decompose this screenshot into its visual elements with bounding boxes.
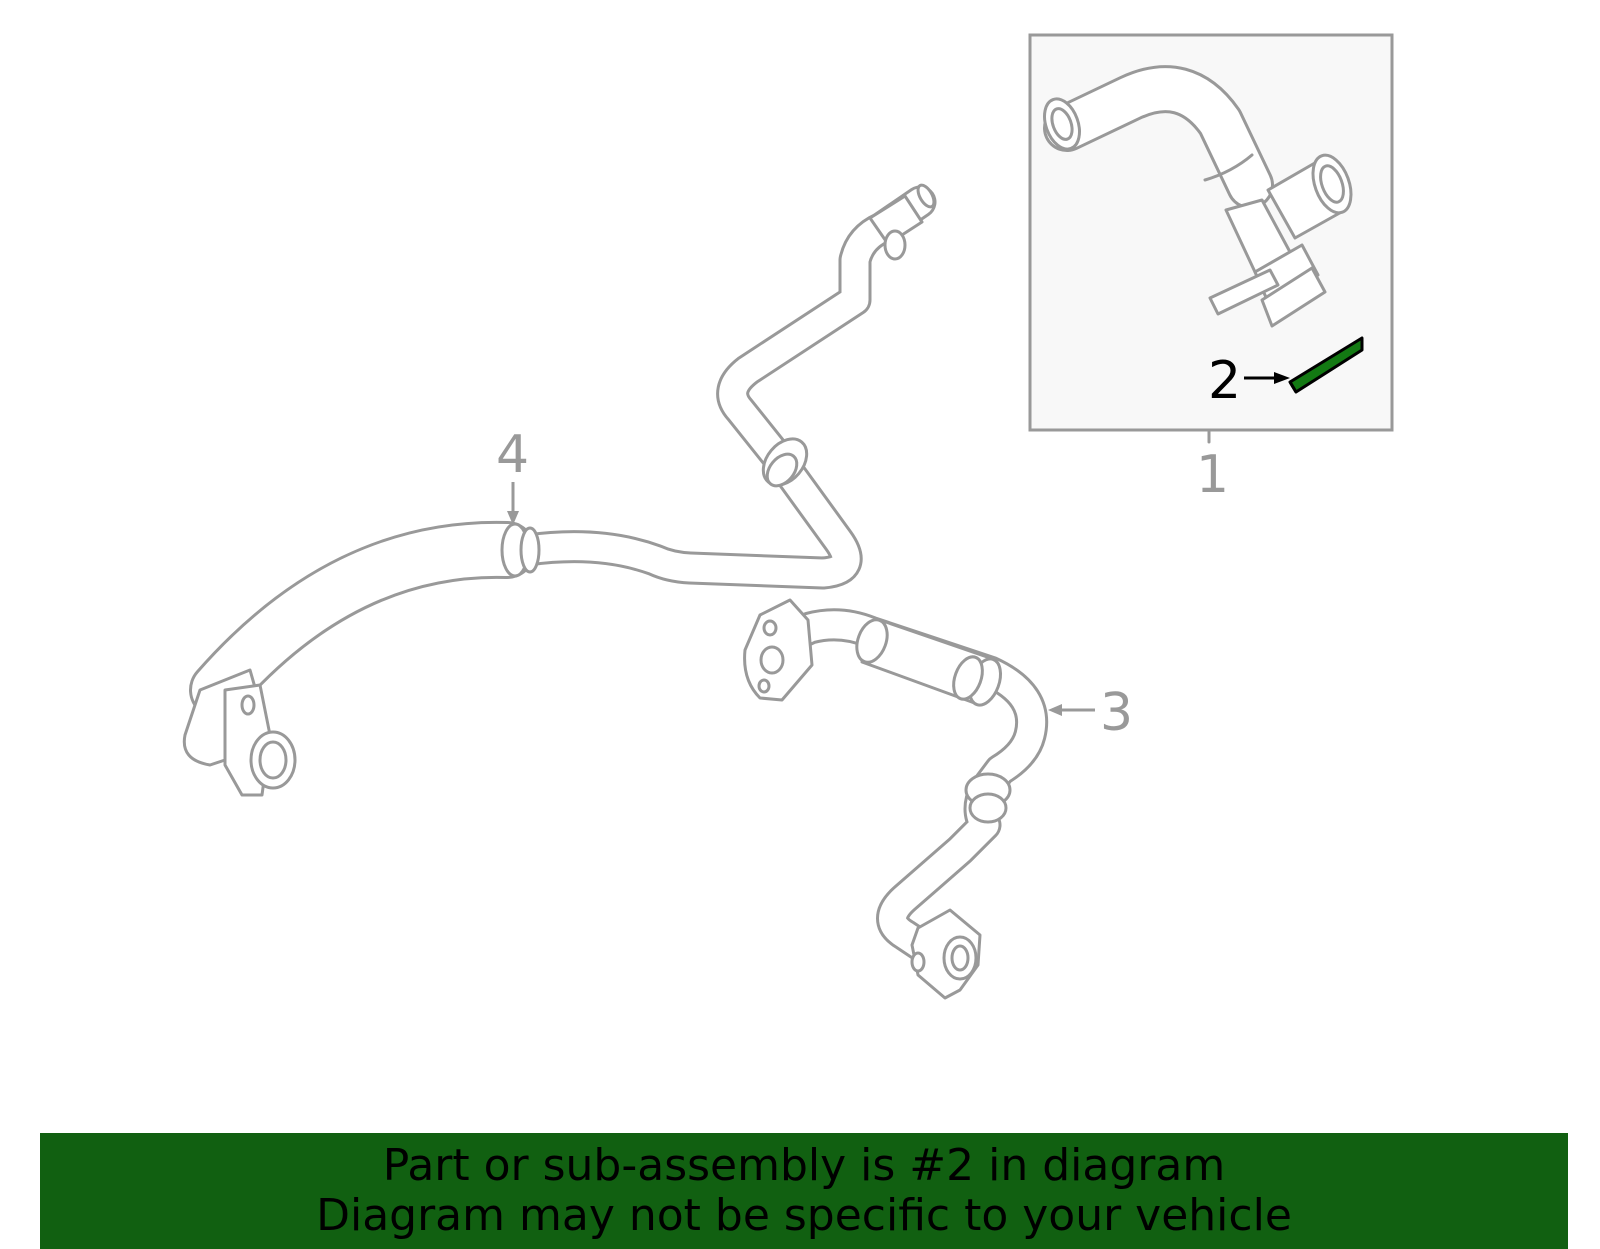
part-4-hose: [182, 183, 937, 797]
info-banner: Part or sub-assembly is #2 in diagram Di…: [40, 1133, 1568, 1249]
callout-2: 2: [1208, 351, 1241, 411]
part-2-highlighted: [1288, 336, 1364, 394]
callout-3: 3: [1100, 683, 1133, 743]
leader-4: [507, 482, 519, 525]
banner-line-1: Part or sub-assembly is #2 in diagram: [382, 1140, 1226, 1191]
banner-line-2: Diagram may not be specific to your vehi…: [316, 1190, 1292, 1241]
part-1-inset: [1028, 33, 1394, 432]
leader-3: [1048, 704, 1095, 716]
part-3-pipe: [743, 598, 1049, 1000]
callout-1: 1: [1196, 445, 1229, 505]
callout-4: 4: [496, 425, 529, 485]
leader-2: [1244, 372, 1290, 384]
